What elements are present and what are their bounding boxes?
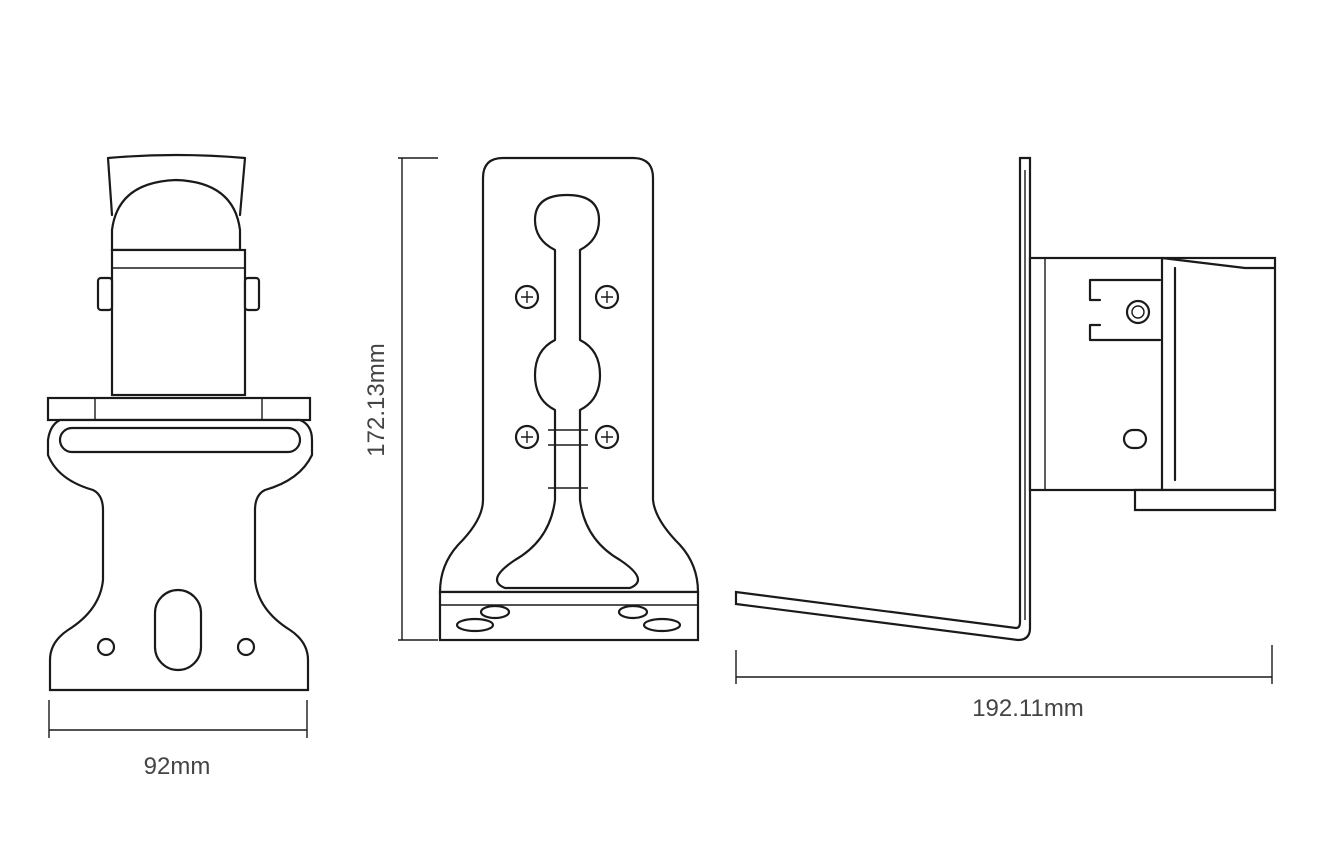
- width-label: 92mm: [144, 753, 211, 780]
- height-dimension: 172.13mm: [363, 157, 438, 641]
- clip: [1088, 278, 1162, 342]
- left-knob: [96, 276, 114, 312]
- pin: [1122, 428, 1148, 450]
- speaker-body: [1028, 256, 1277, 492]
- width-dimension: 92mm: [48, 700, 308, 780]
- slot: [58, 426, 302, 454]
- back-view: [438, 156, 700, 642]
- base: [438, 590, 700, 642]
- mount-plate: [46, 418, 314, 692]
- bolt-icon: [1125, 299, 1151, 325]
- screw-icon: [594, 284, 620, 310]
- hole: [236, 637, 256, 657]
- right-knob: [243, 276, 261, 312]
- keyhole-slot: [495, 193, 640, 590]
- depth-dimension: 192.11mm: [735, 645, 1273, 722]
- screw-icon: [514, 424, 540, 450]
- center-slot: [153, 588, 203, 672]
- front-view: [46, 153, 314, 692]
- body: [110, 248, 247, 397]
- screw-icon: [594, 424, 620, 450]
- depth-label: 192.11mm: [972, 695, 1084, 722]
- foot: [1133, 488, 1277, 512]
- side-view: [734, 156, 1277, 642]
- back-plate: [438, 156, 700, 594]
- top-clamp: [106, 153, 247, 217]
- dome: [110, 178, 242, 252]
- hole: [96, 637, 116, 657]
- height-label: 172.13mm: [363, 343, 390, 456]
- top-plate: [46, 396, 312, 422]
- l-bracket: [734, 156, 1032, 642]
- screw-icon: [514, 284, 540, 310]
